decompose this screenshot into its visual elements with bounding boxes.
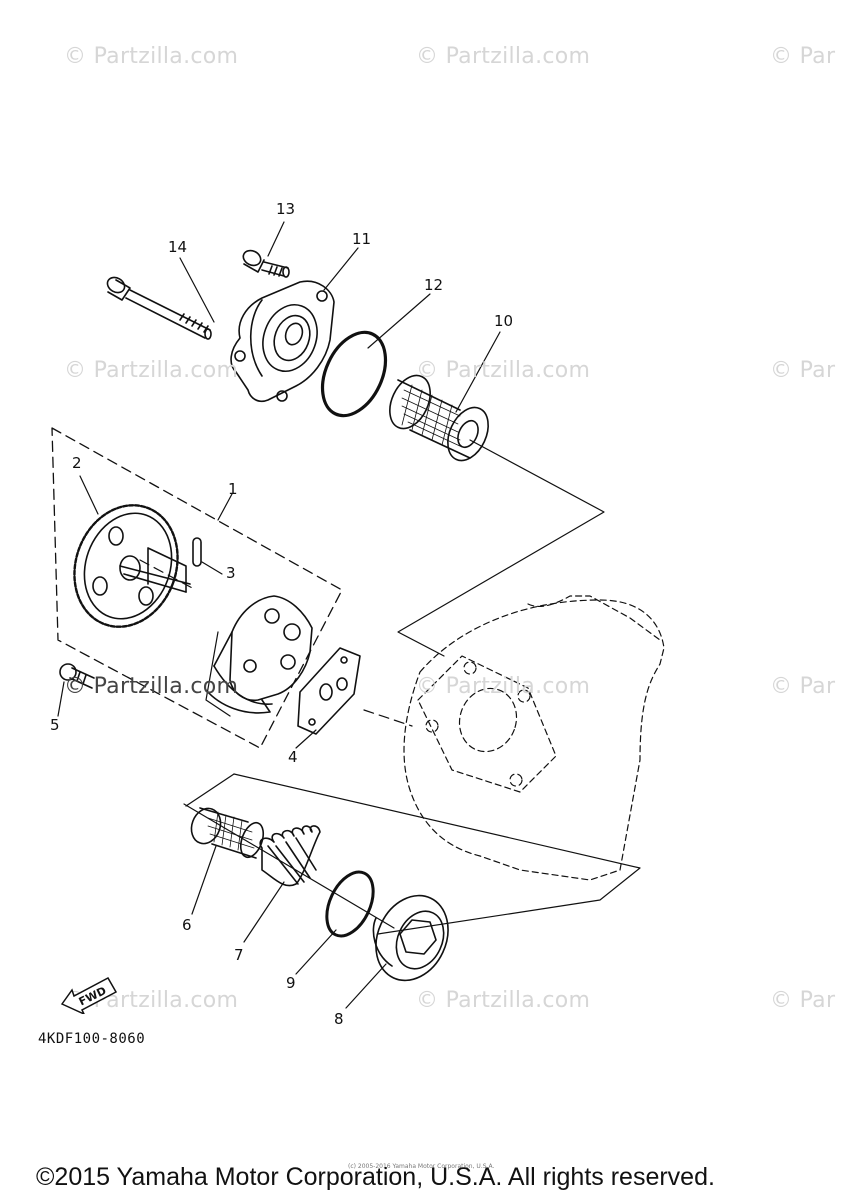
watermark: © Partzilla.com xyxy=(416,44,591,69)
callout-10: 10 xyxy=(494,312,514,330)
copyright-notice: ©2015 Yamaha Motor Corporation, U.S.A. A… xyxy=(36,1163,715,1191)
callout-13: 13 xyxy=(276,200,296,218)
callout-3: 3 xyxy=(226,564,236,582)
reference-lines-dashed xyxy=(139,559,413,727)
pump-gasket-part xyxy=(297,647,361,735)
watermark: © Par xyxy=(770,988,836,1013)
callout-14: 14 xyxy=(168,238,188,256)
callout-8: 8 xyxy=(334,1010,344,1028)
watermark: © Partzilla.com xyxy=(416,674,591,699)
callout-leaders xyxy=(57,221,501,1009)
pump-gear-part xyxy=(73,504,191,628)
callout-1: 1 xyxy=(228,480,238,498)
dowel-pin-part xyxy=(192,537,202,567)
watermark: © Partzilla.com xyxy=(416,988,591,1013)
pan-screw-part xyxy=(59,663,95,689)
pump-body-part xyxy=(205,595,313,714)
oil-filter-part xyxy=(389,374,489,462)
o-ring-large-part xyxy=(320,330,388,418)
o-ring-small-part xyxy=(325,870,375,938)
callout-11: 11 xyxy=(352,230,372,248)
watermark: © Partzilla.com xyxy=(64,358,239,383)
callout-7: 7 xyxy=(234,946,244,964)
watermark: © Par xyxy=(770,358,836,383)
diagram-code: 4KDF100-8060 xyxy=(38,1031,146,1047)
callout-4: 4 xyxy=(288,748,298,766)
callout-12: 12 xyxy=(424,276,444,294)
crankcase-outline xyxy=(403,595,665,881)
watermark: © Par xyxy=(770,674,836,699)
oil-strainer-part xyxy=(190,807,265,859)
callout-5: 5 xyxy=(50,716,60,734)
short-bolt-part xyxy=(242,249,290,278)
filter-cover-part xyxy=(230,280,335,403)
callout-6: 6 xyxy=(182,916,192,934)
watermark: © Partzilla.com xyxy=(416,358,591,383)
oil-pump-assembly-outline xyxy=(51,427,343,749)
forward-arrow-icon: FWD xyxy=(60,976,118,1014)
reference-lines xyxy=(183,439,641,935)
drain-plug-part xyxy=(372,894,449,982)
watermark: © Par xyxy=(770,44,836,69)
long-bolt-part xyxy=(106,276,212,340)
watermark: © Partzilla.com xyxy=(64,674,239,699)
watermark: © Partzilla.com xyxy=(64,44,239,69)
compression-spring-part xyxy=(259,825,321,887)
callout-9: 9 xyxy=(286,974,296,992)
small-copyright: (c) 2005-2016 Yamaha Motor Corporation, … xyxy=(348,1163,495,1170)
callout-2: 2 xyxy=(72,454,82,472)
